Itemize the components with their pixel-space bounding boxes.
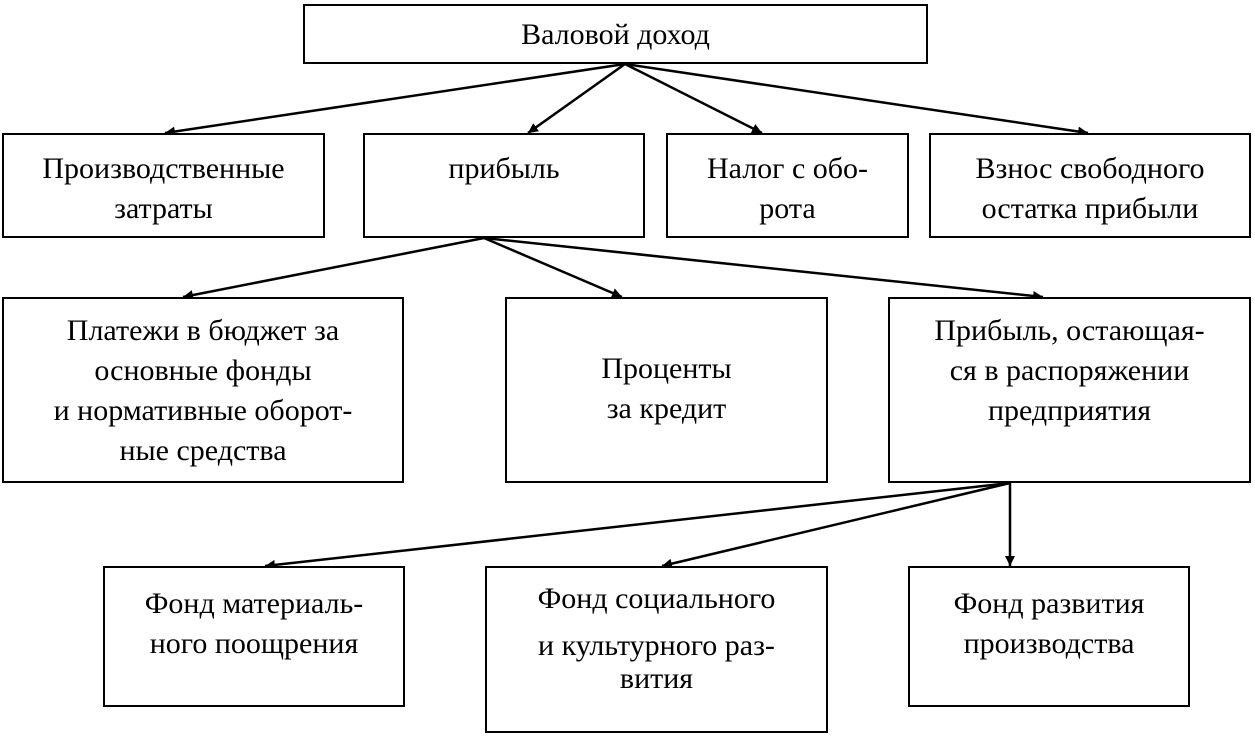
node-line: Прибыль, остающая- (934, 314, 1205, 347)
node-line: Взнос свободного (975, 152, 1205, 185)
arrow-profit-to-credit-interest (483, 236, 623, 299)
node-line: за кредит (606, 392, 727, 425)
node-line: Платежи в бюджет за (66, 314, 340, 347)
node-line: Валовой доход (521, 18, 710, 51)
arrow-gross-income-to-profit (527, 62, 626, 135)
node-free-profit-contribution: Взнос свободного остатка прибыли (929, 133, 1251, 238)
node-retained-profit: Прибыль, остающая- ся в распоряжении пре… (888, 297, 1251, 483)
node-line: Налог с обо- (706, 152, 869, 185)
node-line: затраты (114, 192, 213, 225)
node-line: Фонд социального (537, 582, 776, 615)
node-line: основные фонды (94, 354, 312, 387)
arrow-gross-income-to-turnover-tax (624, 62, 763, 135)
arrow-gross-income-to-production-costs (164, 62, 626, 137)
node-line: вития (619, 662, 694, 695)
node-line: Фонд развития (953, 587, 1145, 620)
node-production-development-fund: Фонд развития производства (908, 566, 1190, 707)
node-line: ные средства (119, 434, 287, 467)
node-line: прибыль (448, 152, 560, 185)
node-line: и культурного раз- (538, 629, 775, 662)
node-line: и нормативные оборот- (53, 394, 353, 427)
node-budget-payments: Платежи в бюджет за основные фонды и нор… (2, 297, 404, 483)
node-line: Проценты (601, 352, 732, 385)
node-line: ся в распоряжении (949, 354, 1190, 387)
node-social-cultural-fund: Фонд социального и культурного раз- вити… (485, 566, 828, 733)
node-production-costs: Производственные затраты (2, 133, 325, 238)
arrow-gross-income-to-free-profit-contribution (624, 62, 1089, 137)
node-line (487, 615, 826, 629)
node-gross-income: Валовой доход (303, 4, 928, 64)
arrow-retained-profit-to-incentive-fund (264, 481, 1011, 570)
node-line: ного поощрения (149, 627, 359, 660)
node-line: предприятия (987, 394, 1152, 427)
node-line: рота (759, 192, 816, 225)
node-incentive-fund: Фонд материаль- ного поощрения (103, 566, 405, 707)
node-line: Производственные (42, 152, 285, 185)
node-turnover-tax: Налог с обо- рота (666, 133, 909, 238)
node-line: Фонд материаль- (144, 587, 364, 620)
node-line: производства (963, 627, 1135, 660)
arrow-profit-to-budget-payments (182, 236, 485, 300)
node-credit-interest: Проценты за кредит (505, 297, 828, 483)
node-line: остатка прибыли (981, 192, 1199, 225)
arrow-retained-profit-to-social-cultural-fund (661, 481, 1011, 569)
node-profit: прибыль (363, 133, 645, 238)
arrow-profit-to-retained-profit (483, 236, 1044, 301)
